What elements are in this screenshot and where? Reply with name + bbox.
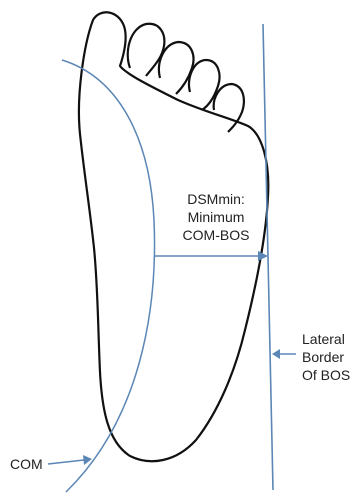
lateral-border-label: Lateral Border Of BOS — [302, 330, 357, 384]
com-label: COM — [10, 455, 43, 473]
toe-5 — [214, 84, 244, 132]
lateral-label-line-1: Lateral — [302, 330, 357, 348]
dsm-label-line-3: COM-BOS — [166, 226, 266, 244]
dsm-label: DSMmin: Minimum COM-BOS — [166, 190, 266, 244]
lateral-arrow-head — [272, 349, 280, 359]
dsm-arrow-head — [258, 251, 268, 261]
com-arrow-line — [48, 460, 84, 464]
lateral-label-line-3: Of BOS — [302, 366, 357, 384]
dsm-label-line-1: DSMmin: — [166, 190, 266, 208]
lateral-label-line-2: Border — [302, 348, 357, 366]
dsm-label-line-2: Minimum — [166, 208, 266, 226]
